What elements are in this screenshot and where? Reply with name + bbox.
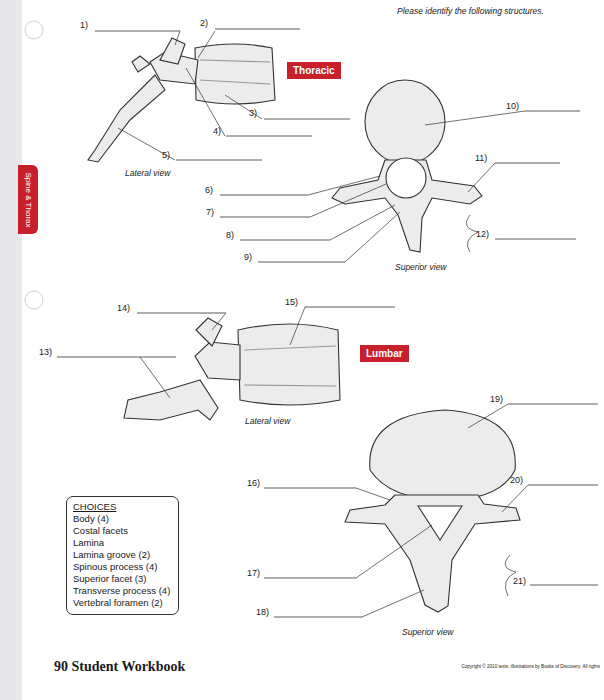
caption-label: Superior view (402, 627, 454, 637)
callout-number: 6) (205, 185, 213, 195)
callout-number: 5) (162, 150, 170, 160)
callout-number: 3) (249, 108, 257, 118)
callout-number: 17) (247, 568, 260, 578)
choice-item: Lamina groove (2) (73, 549, 170, 561)
leader-lines (308, 111, 525, 262)
callout-number: 8) (226, 230, 234, 240)
answer-lines (57, 29, 598, 617)
callout-number: 21) (513, 576, 526, 586)
callout-number: 11) (475, 153, 487, 163)
callout-number: 19) (490, 394, 503, 404)
page-margin (0, 0, 22, 700)
choice-item: Transverse process (4) (73, 585, 170, 597)
caption-label: Please identify the following structures… (397, 6, 544, 16)
tab-text: Spine & Thorax (24, 172, 33, 227)
caption-label: Superior view (395, 262, 447, 272)
section-tab: Spine & Thorax (18, 165, 38, 234)
callout-number: 16) (247, 478, 260, 488)
thoracic-lateral (88, 38, 275, 162)
leader-lines (356, 404, 528, 617)
callout-number: 10) (506, 101, 519, 111)
callout-number: 15) (285, 297, 298, 307)
callout-number: 9) (244, 252, 252, 262)
choice-item: Superior facet (3) (73, 573, 170, 585)
callout-number: 4) (213, 126, 221, 136)
leader-lines (140, 307, 305, 398)
section-tag: Thoracic (287, 62, 341, 79)
thoracic-superior (332, 80, 482, 252)
section-tag: Lumbar (360, 345, 409, 362)
binder-hole (25, 21, 43, 39)
choice-item: Body (4) (73, 513, 170, 525)
choice-item: Costal facets (73, 525, 170, 537)
lumbar-lateral (124, 318, 340, 420)
callout-number: 13) (39, 347, 52, 357)
binder-hole (25, 291, 43, 309)
lumbar-superior (345, 410, 520, 612)
choice-item: Lamina (73, 537, 170, 549)
box-heading: CHOICES (73, 501, 170, 513)
callout-number: 12) (476, 229, 489, 239)
callout-number: 7) (206, 207, 214, 217)
callout-number: 18) (256, 607, 269, 617)
callout-number: 1) (80, 20, 88, 30)
callout-number: 2) (200, 18, 208, 28)
caption-label: 90 Student Workbook (54, 659, 185, 675)
tag-text: Lumbar (366, 348, 403, 359)
callout-number: 20) (510, 475, 523, 485)
choice-item: Spinous process (4) (73, 561, 170, 573)
leader-lines (118, 31, 262, 160)
caption-label: Copyright © 2010 texts, illustrations by… (461, 664, 600, 669)
tag-text: Thoracic (293, 65, 335, 76)
caption-label: Lateral view (245, 416, 290, 426)
caption-label: Lateral view (125, 168, 170, 178)
callout-number: 14) (117, 303, 130, 313)
choice-item: Vertebral foramen (2) (73, 597, 170, 609)
choices-box: CHOICESBody (4)Costal facetsLaminaLamina… (66, 496, 179, 615)
